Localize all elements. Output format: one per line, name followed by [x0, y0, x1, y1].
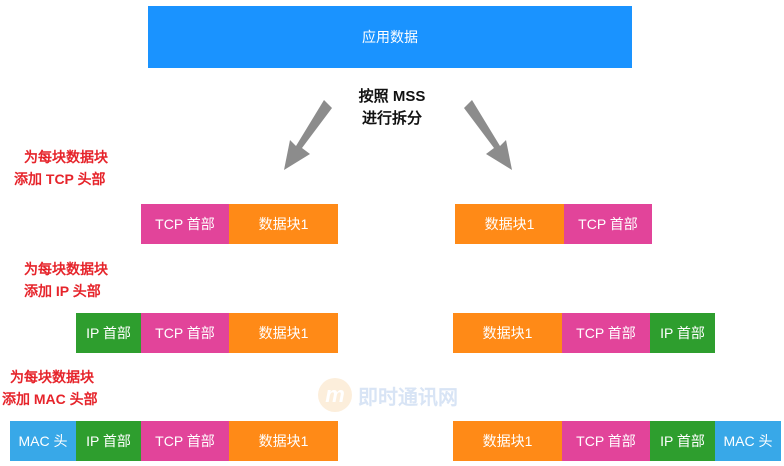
split-note: 按照 MSS 进行拆分	[332, 86, 452, 130]
tcp-header-label: TCP 首部	[155, 433, 215, 449]
data-block-label: 数据块1	[258, 216, 309, 232]
row2-left-tcp-header: TCP 首部	[141, 313, 229, 353]
data-block-label: 数据块1	[258, 325, 309, 341]
row3-left-ip-header: IP 首部	[76, 421, 141, 461]
row1-right-data-block: 数据块1	[455, 204, 564, 244]
row1-left-data-block: 数据块1	[229, 204, 338, 244]
step-label-ip-line1: 为每块数据块	[24, 261, 108, 277]
step-label-mac-line2: 添加 MAC 头部	[2, 391, 98, 407]
watermark: m 即时通讯网	[318, 378, 458, 412]
row1-right-tcp-header: TCP 首部	[564, 204, 652, 244]
mac-header-label: MAC 头	[723, 433, 773, 449]
split-note-line2: 进行拆分	[361, 110, 422, 127]
ip-header-label: IP 首部	[660, 325, 705, 341]
step-label-mac: 为每块数据块 添加 MAC 头部	[2, 366, 132, 410]
tcp-header-label: TCP 首部	[578, 216, 638, 232]
tcp-header-label: TCP 首部	[576, 325, 636, 341]
data-block-label: 数据块1	[482, 325, 533, 341]
step-label-ip: 为每块数据块 添加 IP 头部	[14, 258, 134, 302]
application-data-label: 应用数据	[362, 29, 418, 45]
row3-right-data-block: 数据块1	[453, 421, 562, 461]
tcp-header-label: TCP 首部	[155, 216, 215, 232]
mac-header-label: MAC 头	[18, 433, 68, 449]
watermark-text: 即时通讯网	[358, 386, 458, 409]
watermark-logo-icon: m	[318, 378, 352, 412]
row1-left-tcp-header: TCP 首部	[141, 204, 229, 244]
ip-header-label: IP 首部	[86, 433, 131, 449]
ip-header-label: IP 首部	[660, 433, 705, 449]
tcp-header-label: TCP 首部	[576, 433, 636, 449]
row3-right-mac-header: MAC 头	[715, 421, 781, 461]
row2-right-tcp-header: TCP 首部	[562, 313, 650, 353]
data-block-label: 数据块1	[482, 433, 533, 449]
step-label-tcp: 为每块数据块 添加 TCP 头部	[14, 146, 134, 190]
row2-right-data-block: 数据块1	[453, 313, 562, 353]
application-data-block: 应用数据	[148, 6, 632, 68]
ip-header-label: IP 首部	[86, 325, 131, 341]
row2-left-data-block: 数据块1	[229, 313, 338, 353]
step-label-ip-line2: 添加 IP 头部	[24, 283, 101, 299]
row3-left-mac-header: MAC 头	[10, 421, 76, 461]
data-block-label: 数据块1	[258, 433, 309, 449]
data-block-label: 数据块1	[484, 216, 535, 232]
step-label-tcp-line1: 为每块数据块	[24, 149, 108, 165]
step-label-tcp-line2: 添加 TCP 头部	[14, 171, 106, 187]
row2-left-ip-header: IP 首部	[76, 313, 141, 353]
row3-right-ip-header: IP 首部	[650, 421, 715, 461]
split-arrow-left-icon	[284, 100, 332, 170]
tcp-header-label: TCP 首部	[155, 325, 215, 341]
row2-right-ip-header: IP 首部	[650, 313, 715, 353]
row3-left-data-block: 数据块1	[229, 421, 338, 461]
row3-right-tcp-header: TCP 首部	[562, 421, 650, 461]
split-note-line1: 按照 MSS	[358, 88, 426, 105]
step-label-mac-line1: 为每块数据块	[10, 369, 94, 385]
split-arrow-right-icon	[464, 100, 512, 170]
row3-left-tcp-header: TCP 首部	[141, 421, 229, 461]
